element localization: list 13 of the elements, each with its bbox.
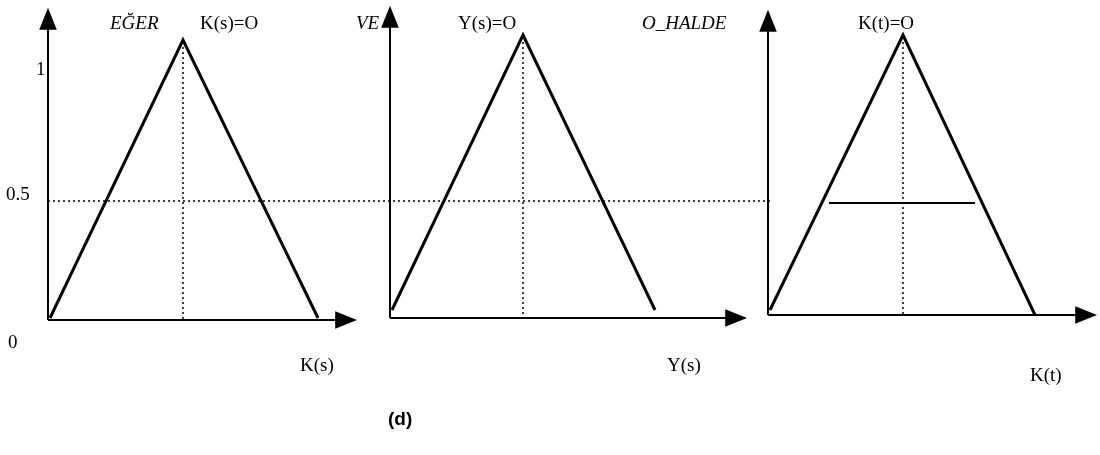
figure-caption: (d): [388, 408, 413, 430]
condition-keyword: VE: [356, 12, 380, 34]
condition-keyword: O_HALDE: [642, 12, 727, 34]
tick-label: 0: [8, 331, 18, 353]
term-label: Y(s)=O: [458, 12, 517, 34]
term-label: K(s)=O: [200, 12, 259, 34]
term-label: K(t)=O: [858, 12, 915, 34]
tick-label: 0.5: [6, 183, 30, 205]
axis-title: K(s): [300, 354, 334, 376]
axis-title: Y(s): [667, 354, 701, 376]
axis-title: K(t): [1030, 364, 1062, 386]
condition-keyword: EĞER: [110, 12, 159, 34]
tick-label: 1: [36, 58, 46, 80]
